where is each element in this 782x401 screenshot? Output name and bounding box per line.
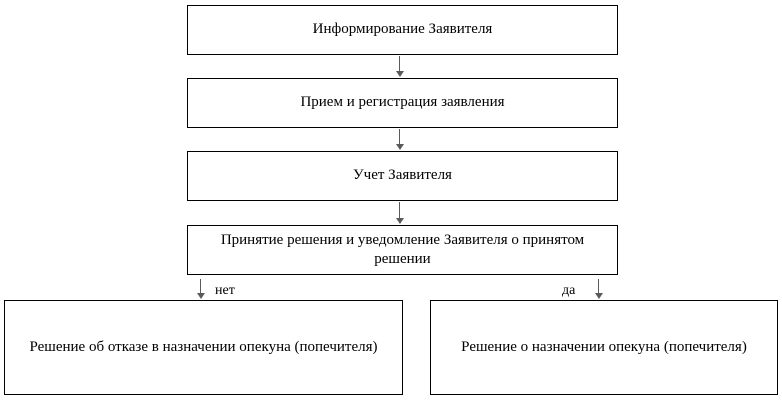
arrow-down-icon-decision-to-refusal <box>195 279 206 299</box>
flowchart-node-inform: Информирование Заявителя <box>187 5 618 55</box>
flowchart-node-refusal: Решение об отказе в назначении опекуна (… <box>4 300 403 395</box>
arrow-head <box>395 144 404 150</box>
arrow-head <box>395 71 404 77</box>
node-label-account: Учет Заявителя <box>353 167 452 184</box>
flowchart-node-decision: Принятие решения и уведомление Заявителя… <box>187 225 618 275</box>
arrow-shaft <box>399 202 401 219</box>
edge-label-no: нет <box>215 283 235 298</box>
arrow-shaft <box>598 279 600 294</box>
node-label-decision: Принятие решения и уведомление Заявителя… <box>220 231 585 268</box>
arrow-head <box>594 293 603 299</box>
arrow-down-icon-receive-to-account <box>394 129 405 150</box>
arrow-shaft <box>399 56 401 72</box>
arrow-head <box>196 293 205 299</box>
flowchart-node-account: Учет Заявителя <box>187 151 618 201</box>
node-label-inform: Информирование Заявителя <box>312 21 493 38</box>
arrow-down-icon-account-to-decision <box>394 202 405 224</box>
arrow-shaft <box>200 279 202 294</box>
flowchart-node-receive: Прием и регистрация заявления <box>187 78 618 128</box>
node-label-receive: Прием и регистрация заявления <box>300 94 505 111</box>
edge-label-yes: да <box>562 283 576 298</box>
arrow-shaft <box>399 129 401 145</box>
arrow-down-icon-inform-to-receive <box>394 56 405 77</box>
arrow-head <box>395 218 404 224</box>
arrow-down-icon-decision-to-appoint <box>593 279 604 299</box>
flowchart-node-appoint: Решение о назначении опекуна (попечителя… <box>430 300 778 395</box>
node-label-refusal: Решение об отказе в назначении опекуна (… <box>29 338 378 355</box>
node-label-appoint: Решение о назначении опекуна (попечителя… <box>461 338 747 355</box>
